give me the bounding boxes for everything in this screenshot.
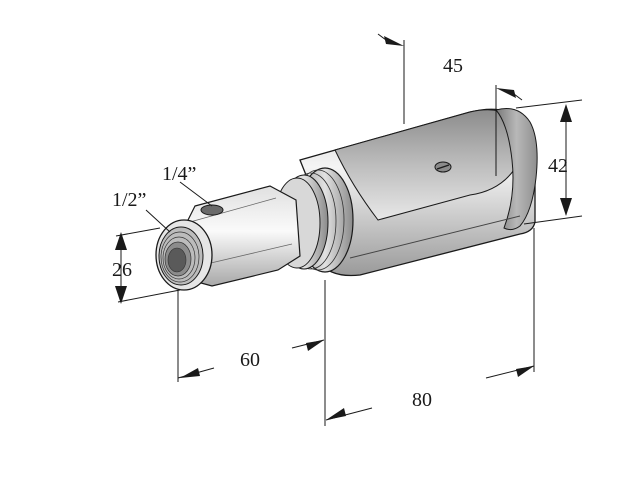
- dim-80-label: 80: [412, 389, 432, 411]
- dimension-42: 42: [515, 99, 583, 225]
- set-screw: [434, 161, 452, 173]
- dimension-lines: 45 42 26 60: [112, 33, 583, 426]
- body-end-cap: [495, 108, 538, 231]
- quarter-inch-thread-label: 1/4”: [162, 163, 196, 185]
- fitting-part: [155, 108, 538, 291]
- dimension-26: 26: [112, 227, 181, 304]
- body-bottom-edge: [349, 215, 521, 259]
- dimension-80: 80: [324, 228, 535, 426]
- dimension-60: 60: [177, 290, 325, 382]
- dim-60-label: 60: [240, 349, 260, 371]
- half-inch-thread-label: 1/2”: [112, 189, 146, 211]
- dim-45-label: 45: [443, 55, 463, 77]
- dimension-45: 45: [377, 33, 523, 176]
- thread-callouts: 1/2” 1/4”: [112, 163, 213, 233]
- dim-26-label: 26: [112, 259, 132, 281]
- half-inch-inlet: [155, 219, 213, 291]
- dim-42-label: 42: [548, 155, 568, 177]
- quarter-inch-port: [200, 204, 224, 216]
